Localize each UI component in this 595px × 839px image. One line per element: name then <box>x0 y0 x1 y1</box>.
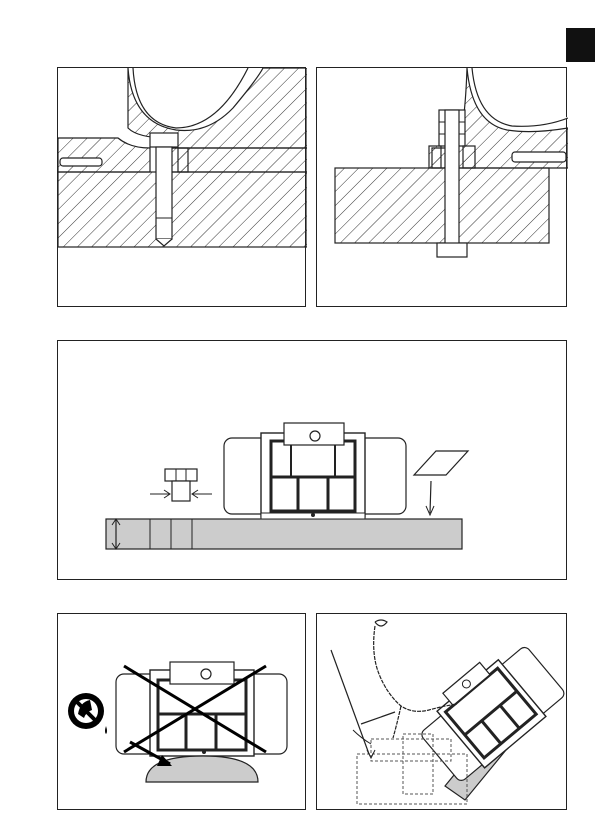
figure-2-drawing <box>317 68 568 308</box>
flatness-note-icon <box>414 451 468 515</box>
figure-1-panel <box>57 67 306 307</box>
figure-5-drawing <box>317 614 568 811</box>
foot-left-section <box>58 138 150 172</box>
bolt-shank <box>156 147 172 239</box>
vibrator-motor <box>224 423 406 519</box>
bolt-head <box>150 133 178 147</box>
foot-right-section <box>168 148 307 172</box>
figure-5-panel <box>316 613 567 810</box>
base-plate-section <box>335 168 549 243</box>
hook-icon <box>375 620 387 626</box>
bolt-head-bottom <box>437 243 467 257</box>
figure-3-panel <box>57 340 567 580</box>
base-plate-section <box>58 172 307 247</box>
rigid-base <box>106 519 462 549</box>
figure-3-drawing <box>58 341 568 581</box>
no-oil-icon <box>68 693 107 734</box>
figure-1-drawing <box>58 68 307 308</box>
figure-4-panel <box>57 613 306 810</box>
figure-2-panel <box>316 67 567 307</box>
section-tab-marker <box>566 28 595 62</box>
bolt-icon <box>150 469 212 501</box>
bolt-shank <box>445 110 459 250</box>
figure-4-drawing <box>58 614 307 811</box>
